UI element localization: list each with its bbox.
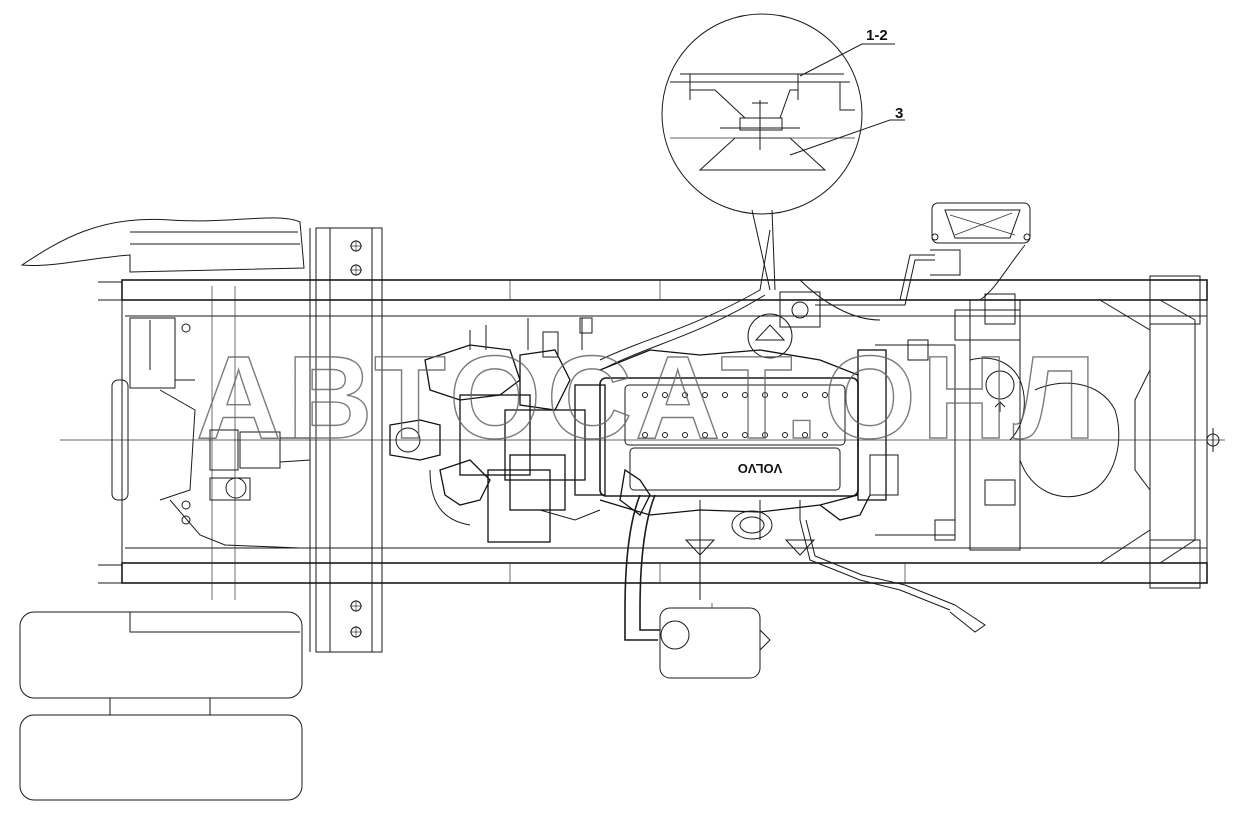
front-tire-lower <box>19 611 303 801</box>
chassis-frame <box>98 227 1208 653</box>
centerline-marker <box>1206 428 1220 452</box>
callout-1-2: 1-2 <box>799 27 895 77</box>
engine-mount-detail <box>747 313 793 359</box>
engine-brand-label: VOLVO <box>738 461 783 476</box>
callout-label-1-2: 1-2 <box>866 27 888 44</box>
fuel-strainer <box>779 291 821 328</box>
callout-label-3: 3 <box>895 105 903 122</box>
exhaust-pipe <box>624 494 701 641</box>
cooling-assembly <box>869 293 1120 551</box>
crossmember-bolts <box>350 240 362 638</box>
watermark-text: АВТОСАТ.ОНЛ <box>196 332 1102 464</box>
front-axle-assembly <box>111 317 311 549</box>
fuel-lines <box>599 229 1026 633</box>
front-tire-upper <box>20 217 305 273</box>
callout-3: 3 <box>789 105 905 156</box>
transmission-assembly <box>389 317 601 543</box>
air-intake-cooler-unit <box>930 202 1031 276</box>
detail-magnifier <box>661 13 863 291</box>
engine-bolt-row <box>642 392 828 438</box>
silencer <box>659 603 771 679</box>
